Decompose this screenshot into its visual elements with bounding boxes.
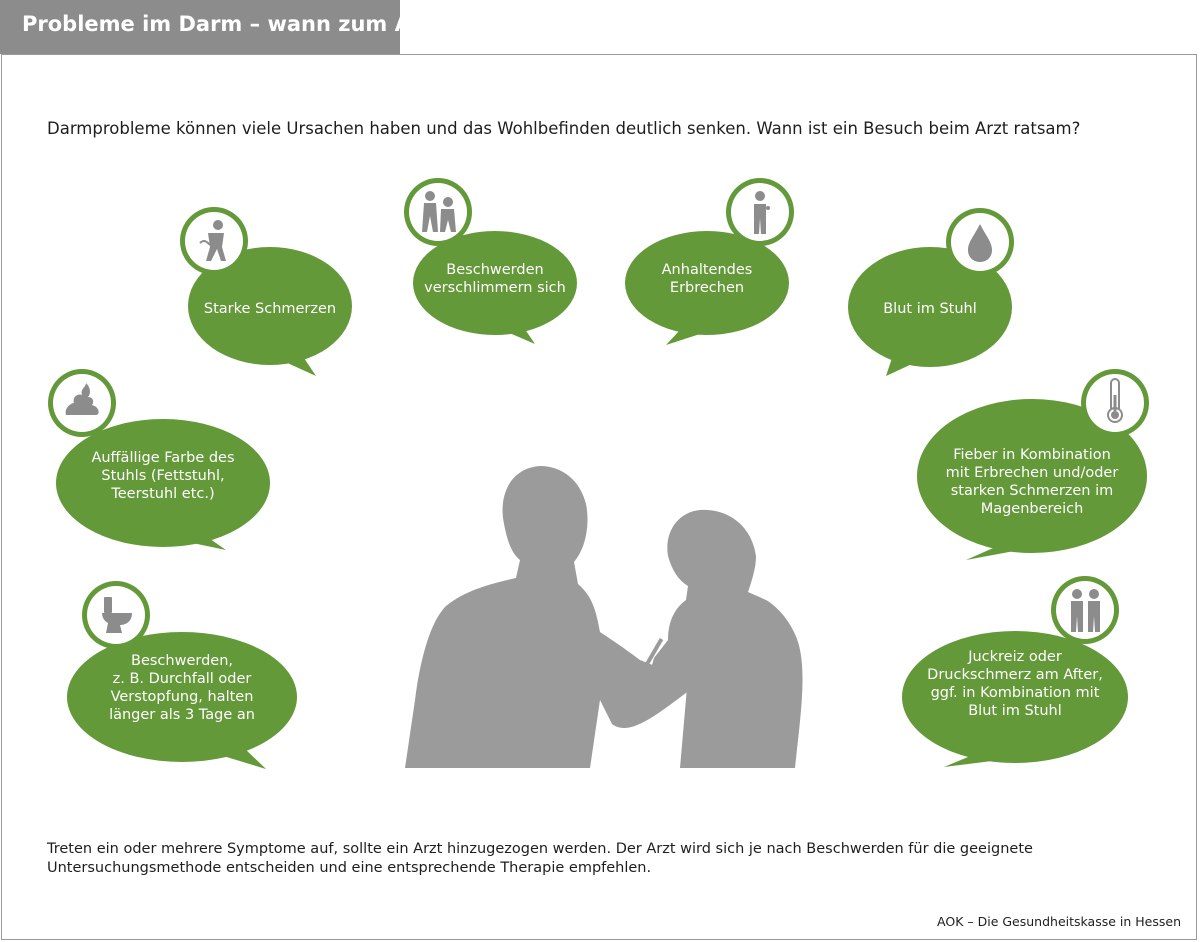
source-credit: AOK – Die Gesundheitskasse in Hessen <box>937 914 1181 929</box>
symptom-bubble <box>625 178 794 345</box>
bubble-label-line: Blut im Stuhl <box>883 301 977 317</box>
bubble-shape <box>917 399 1147 553</box>
bubble-label-line: Beschwerden <box>446 262 544 278</box>
bubble-tail <box>272 346 316 376</box>
bubble-tail <box>220 748 266 769</box>
bubble-label-line: ggf. in Kombination mit <box>930 685 1100 701</box>
bubble-tail <box>498 322 535 344</box>
symptom-bubble <box>48 369 270 550</box>
icon-background <box>1056 581 1114 639</box>
bubble-label-line: Teerstuhl etc.) <box>111 486 215 502</box>
bubble-label-line: Magenbereich <box>980 501 1084 517</box>
bubble-shape <box>67 632 297 762</box>
bubble-tail <box>178 532 226 550</box>
footer-text: Treten ein oder mehrere Symptome auf, so… <box>47 841 1033 876</box>
bubble-label-line: Druckschmerz am After, <box>927 667 1103 683</box>
bubble-label-line: Fieber in Kombination <box>953 447 1111 463</box>
title-bar: Probleme im Darm – wann zum Arzt? <box>0 0 456 54</box>
bubble-label: Beschwerden verschlimmern sich <box>375 261 615 297</box>
icon-background <box>409 183 467 241</box>
bubble-tail <box>666 330 700 345</box>
bubble-label-line: Anhaltendes <box>661 262 753 278</box>
bubble-label-line: verschlimmern sich <box>424 280 566 296</box>
stool-icon <box>65 383 99 415</box>
bubble-shape <box>56 419 270 547</box>
symptom-bubble <box>180 207 352 376</box>
bubble-shape <box>625 231 789 335</box>
bubble-label-line: Blut im Stuhl <box>968 703 1062 719</box>
bubble-label-line: Starke Schmerzen <box>203 301 337 317</box>
bubble-label-line: Juckreiz oder <box>968 649 1062 665</box>
toilet-icon <box>102 597 132 633</box>
bubble-label-line: Auffällige Farbe des <box>91 450 235 466</box>
bubble-tail <box>966 545 1020 560</box>
symptom-bubble <box>848 208 1014 376</box>
thermometer-icon <box>1107 378 1123 423</box>
bubble-label-line: Erbrechen <box>669 280 745 296</box>
symptom-bubble <box>917 369 1149 560</box>
intro-text: Darmprobleme können viele Ursachen haben… <box>47 119 1081 138</box>
bubble-label-line: z. B. Durchfall oder <box>112 671 252 687</box>
doctor-patient-silhouette <box>405 466 803 768</box>
page-title: Probleme im Darm – wann zum Arzt? <box>22 12 456 36</box>
symptom-bubble <box>404 178 577 344</box>
bubble-shape <box>848 247 1012 367</box>
bubble-tail <box>944 752 1000 767</box>
bubble-label-line: Verstopfung, halten <box>110 689 254 705</box>
person-vomiting-icon <box>754 191 770 234</box>
bubble-label-line: Stuhls (Fettstuhl, <box>101 468 225 484</box>
bubble-label: Fieber in Kombination mit Erbrechen und/o… <box>912 446 1152 518</box>
bubble-tail <box>886 358 912 376</box>
bubble-shape <box>413 231 577 335</box>
itching-people-icon <box>1071 589 1100 632</box>
bubble-label-line: länger als 3 Tage an <box>109 707 255 723</box>
person-pain-icon <box>199 220 226 261</box>
bubble-label-line: mit Erbrechen und/oder <box>945 465 1119 481</box>
bubble-shape <box>188 247 352 365</box>
bubble-shape <box>902 631 1128 763</box>
people-helping-icon <box>422 191 456 232</box>
symptom-bubble <box>67 581 297 769</box>
bubble-label: Blut im Stuhl <box>810 300 1050 318</box>
bubble-label-line: starken Schmerzen im <box>950 483 1114 499</box>
content-frame <box>1 54 1197 940</box>
symptom-bubble <box>902 576 1128 767</box>
blood-drop-icon <box>968 224 992 262</box>
bubble-label: Starke Schmerzen <box>150 300 390 318</box>
bubble-label-line: Beschwerden, <box>131 653 233 669</box>
